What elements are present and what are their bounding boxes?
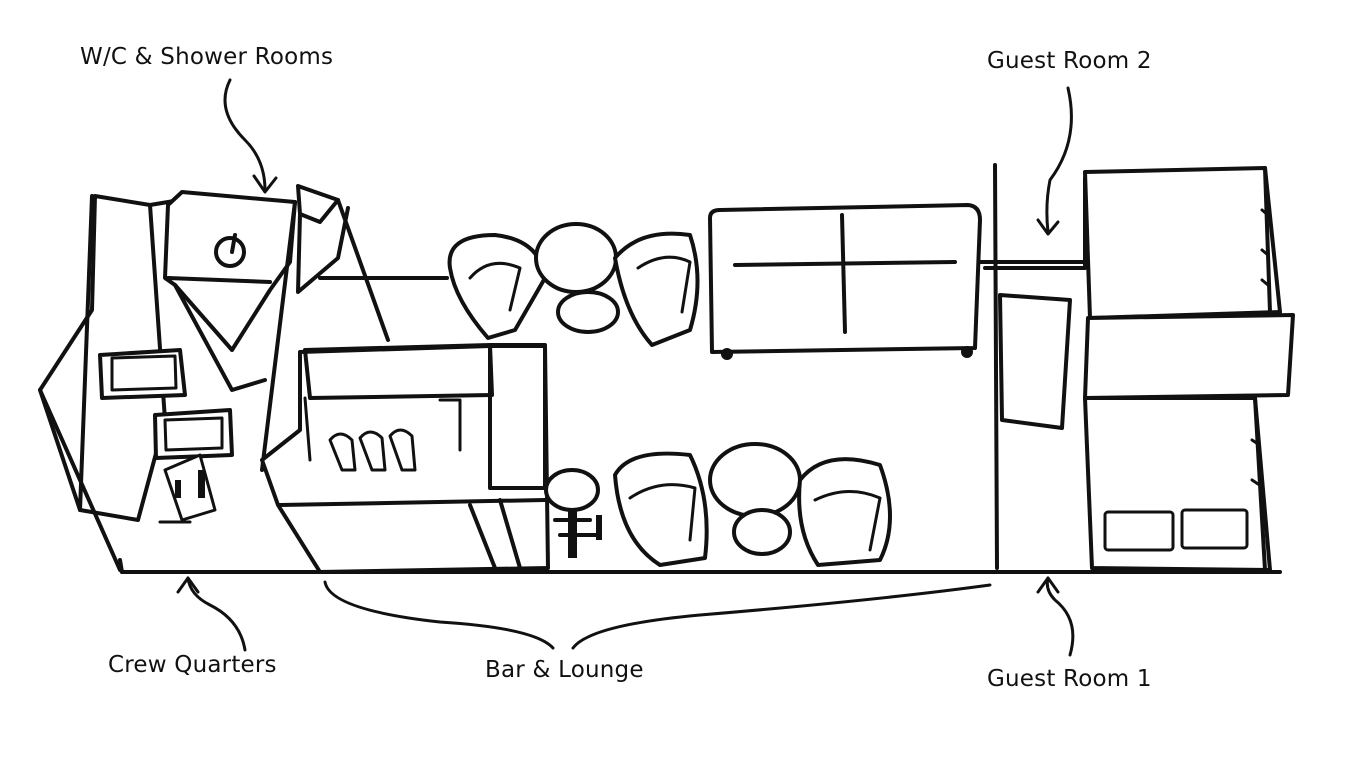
crew-quarters-arrow bbox=[176, 576, 247, 652]
bar-lounge-bracket bbox=[323, 580, 992, 650]
bar-lounge-label: Bar & Lounge bbox=[485, 657, 644, 683]
guest-room-2-arrow bbox=[1036, 86, 1073, 236]
lounge-lower-seating bbox=[613, 442, 892, 567]
guest-room-2-label: Guest Room 2 bbox=[987, 48, 1152, 74]
lounge-upper-seating bbox=[447, 222, 700, 347]
beer-taps bbox=[328, 428, 417, 472]
lounge-sofa bbox=[708, 203, 982, 360]
bar-counter bbox=[260, 343, 602, 574]
guest-rooms bbox=[998, 166, 1295, 572]
wc-shower-label: W/C & Shower Rooms bbox=[80, 44, 334, 70]
wc-shower-block bbox=[163, 184, 390, 472]
wc-shower-arrow bbox=[223, 78, 278, 194]
floor-outline bbox=[118, 163, 1282, 574]
bar-stool bbox=[544, 468, 602, 558]
crew-quarters-label: Crew Quarters bbox=[108, 652, 277, 678]
guest-room-1-label: Guest Room 1 bbox=[987, 666, 1152, 692]
guest-room-1-arrow bbox=[1036, 576, 1075, 657]
crew-quarters-area bbox=[38, 194, 234, 572]
